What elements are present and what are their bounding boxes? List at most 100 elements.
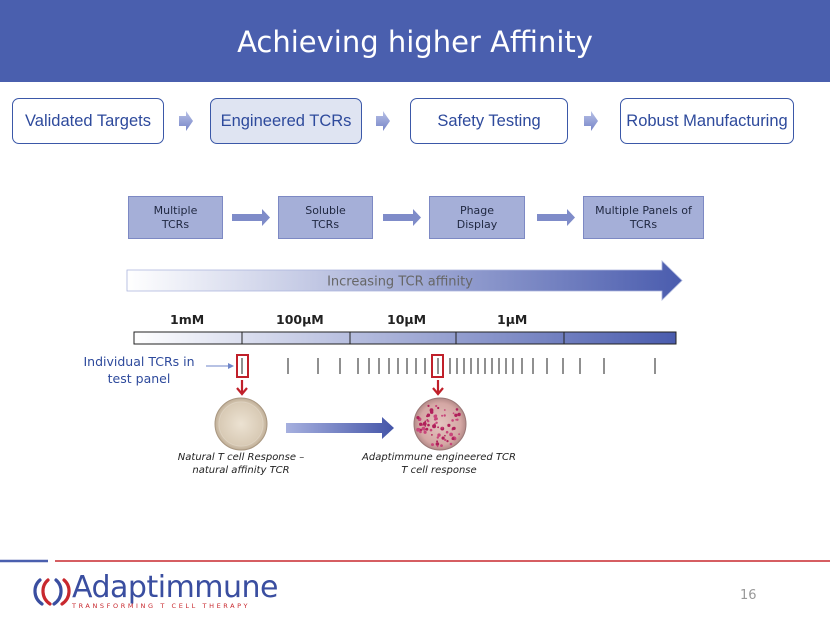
engineered-response-caption: Adaptimmune engineered TCR T cell respon… [362,452,516,476]
plate-spot [437,433,441,437]
plate-spot [449,442,453,446]
plate-spot [441,427,444,429]
plate-spot [436,440,439,443]
plate-spot [456,418,459,421]
plate-spot [419,428,423,432]
substep-soluble-tcrs: Soluble TCRs [278,196,373,239]
plate-spot [454,413,458,417]
panel-pointer-arrow [206,363,234,369]
plate-spot [457,412,461,417]
plate-spot [444,434,446,437]
step-arrow-2 [376,111,390,131]
step-label: Validated Targets [25,111,151,130]
title-banner: Achieving higher Affinity [0,0,830,82]
plate-spot [451,419,454,422]
substep-arrow-2 [383,209,421,226]
natural-response-plate [214,397,268,451]
plate-spot [446,440,449,443]
plate-spot [427,404,430,407]
plate-spot [436,436,439,439]
down-arrow-engineered [432,380,444,396]
step-engineered-tcrs: Engineered TCRs [210,98,362,144]
plate-spot [452,412,455,415]
engineered-response-plate [413,397,467,451]
affinity-arrow-label: Increasing TCR affinity [327,275,473,290]
plate-spot [430,410,434,414]
conc-label-1um: 1μM [497,312,528,327]
plate-spot [429,428,433,432]
plate-spot [424,420,427,423]
plate-spot [431,434,433,436]
plate-spot [426,415,428,418]
down-arrow-natural [236,380,248,396]
plate-spot [435,442,440,446]
plate-spot [441,436,445,440]
plate-spot [432,424,437,429]
plate-spot [427,423,430,427]
substep-arrow-1 [232,209,270,226]
plate-spot [443,409,446,411]
conc-label-10um: 10μM [387,312,427,327]
plate-spot [437,406,440,410]
substep-phage-display: Phage Display [429,196,525,239]
plate-spot [433,418,437,421]
plate-spot [451,437,455,441]
conc-label-1mm: 1mM [170,312,205,327]
individual-tcrs-label: Individual TCRs in test panel [83,354,195,386]
tcr-tick-marks [241,358,656,374]
substep-label: Phage Display [456,203,498,231]
step-validated-targets: Validated Targets [12,98,164,144]
plate-spot [421,426,426,431]
plate-spot [445,430,449,434]
page-number: 16 [740,588,757,603]
substep-label: Multiple Panels of TCRs [595,203,692,231]
plate-spot [433,414,437,418]
step-arrow-3 [584,111,598,131]
plate-spot [419,422,423,426]
substep-label: Multiple TCRs [153,203,198,231]
step-arrow-1 [179,111,193,131]
plate-spot [425,427,429,431]
plate-spot [436,445,439,448]
step-label: Robust Manufacturing [626,111,788,130]
plate-spot [437,426,439,429]
plate-spot [416,416,420,420]
step-robust-manufacturing: Robust Manufacturing [620,98,794,144]
plate-spot [423,430,427,434]
selected-tcr-box-natural [236,354,249,378]
plate-spot [440,444,443,447]
selected-tcr-box-engineered [431,354,444,378]
plate-spot [435,404,438,408]
slide-title: Achieving higher Affinity [237,25,593,59]
plate-spot [449,432,453,437]
plate-spot [416,427,420,432]
adaptimmune-logo-icon [33,578,71,606]
concentration-bar [133,331,677,345]
plate-spot [447,423,451,427]
plate-spot [444,438,447,442]
step-safety-testing: Safety Testing [410,98,568,144]
step-label: Engineered TCRs [220,111,352,130]
substep-label: Soluble TCRs [305,203,346,231]
plate-spot [422,421,427,426]
affinity-arrow: Increasing TCR affinity [126,260,683,301]
plate-spot [458,433,460,435]
plate-spot [455,408,459,411]
plate-spot [427,420,430,423]
logo-wordmark: Adaptimmune [72,570,279,605]
plate-spot [435,421,438,424]
plate-spot [443,414,446,417]
substep-multiple-panels: Multiple Panels of TCRs [583,196,704,239]
plate-spot [431,443,434,447]
natural-response-caption: Natural T cell Response – natural affini… [177,452,305,476]
substep-multiple-tcrs: Multiple TCRs [128,196,223,239]
conc-label-100um: 100μM [276,312,324,327]
plate-spot [441,414,444,417]
logo-tagline: TRANSFORMING T CELL THERAPY [72,602,251,610]
response-arrow [286,417,394,439]
step-label: Safety Testing [437,111,541,130]
plate-spot [419,430,422,434]
plate-spot [451,427,455,430]
substep-arrow-3 [537,209,575,226]
